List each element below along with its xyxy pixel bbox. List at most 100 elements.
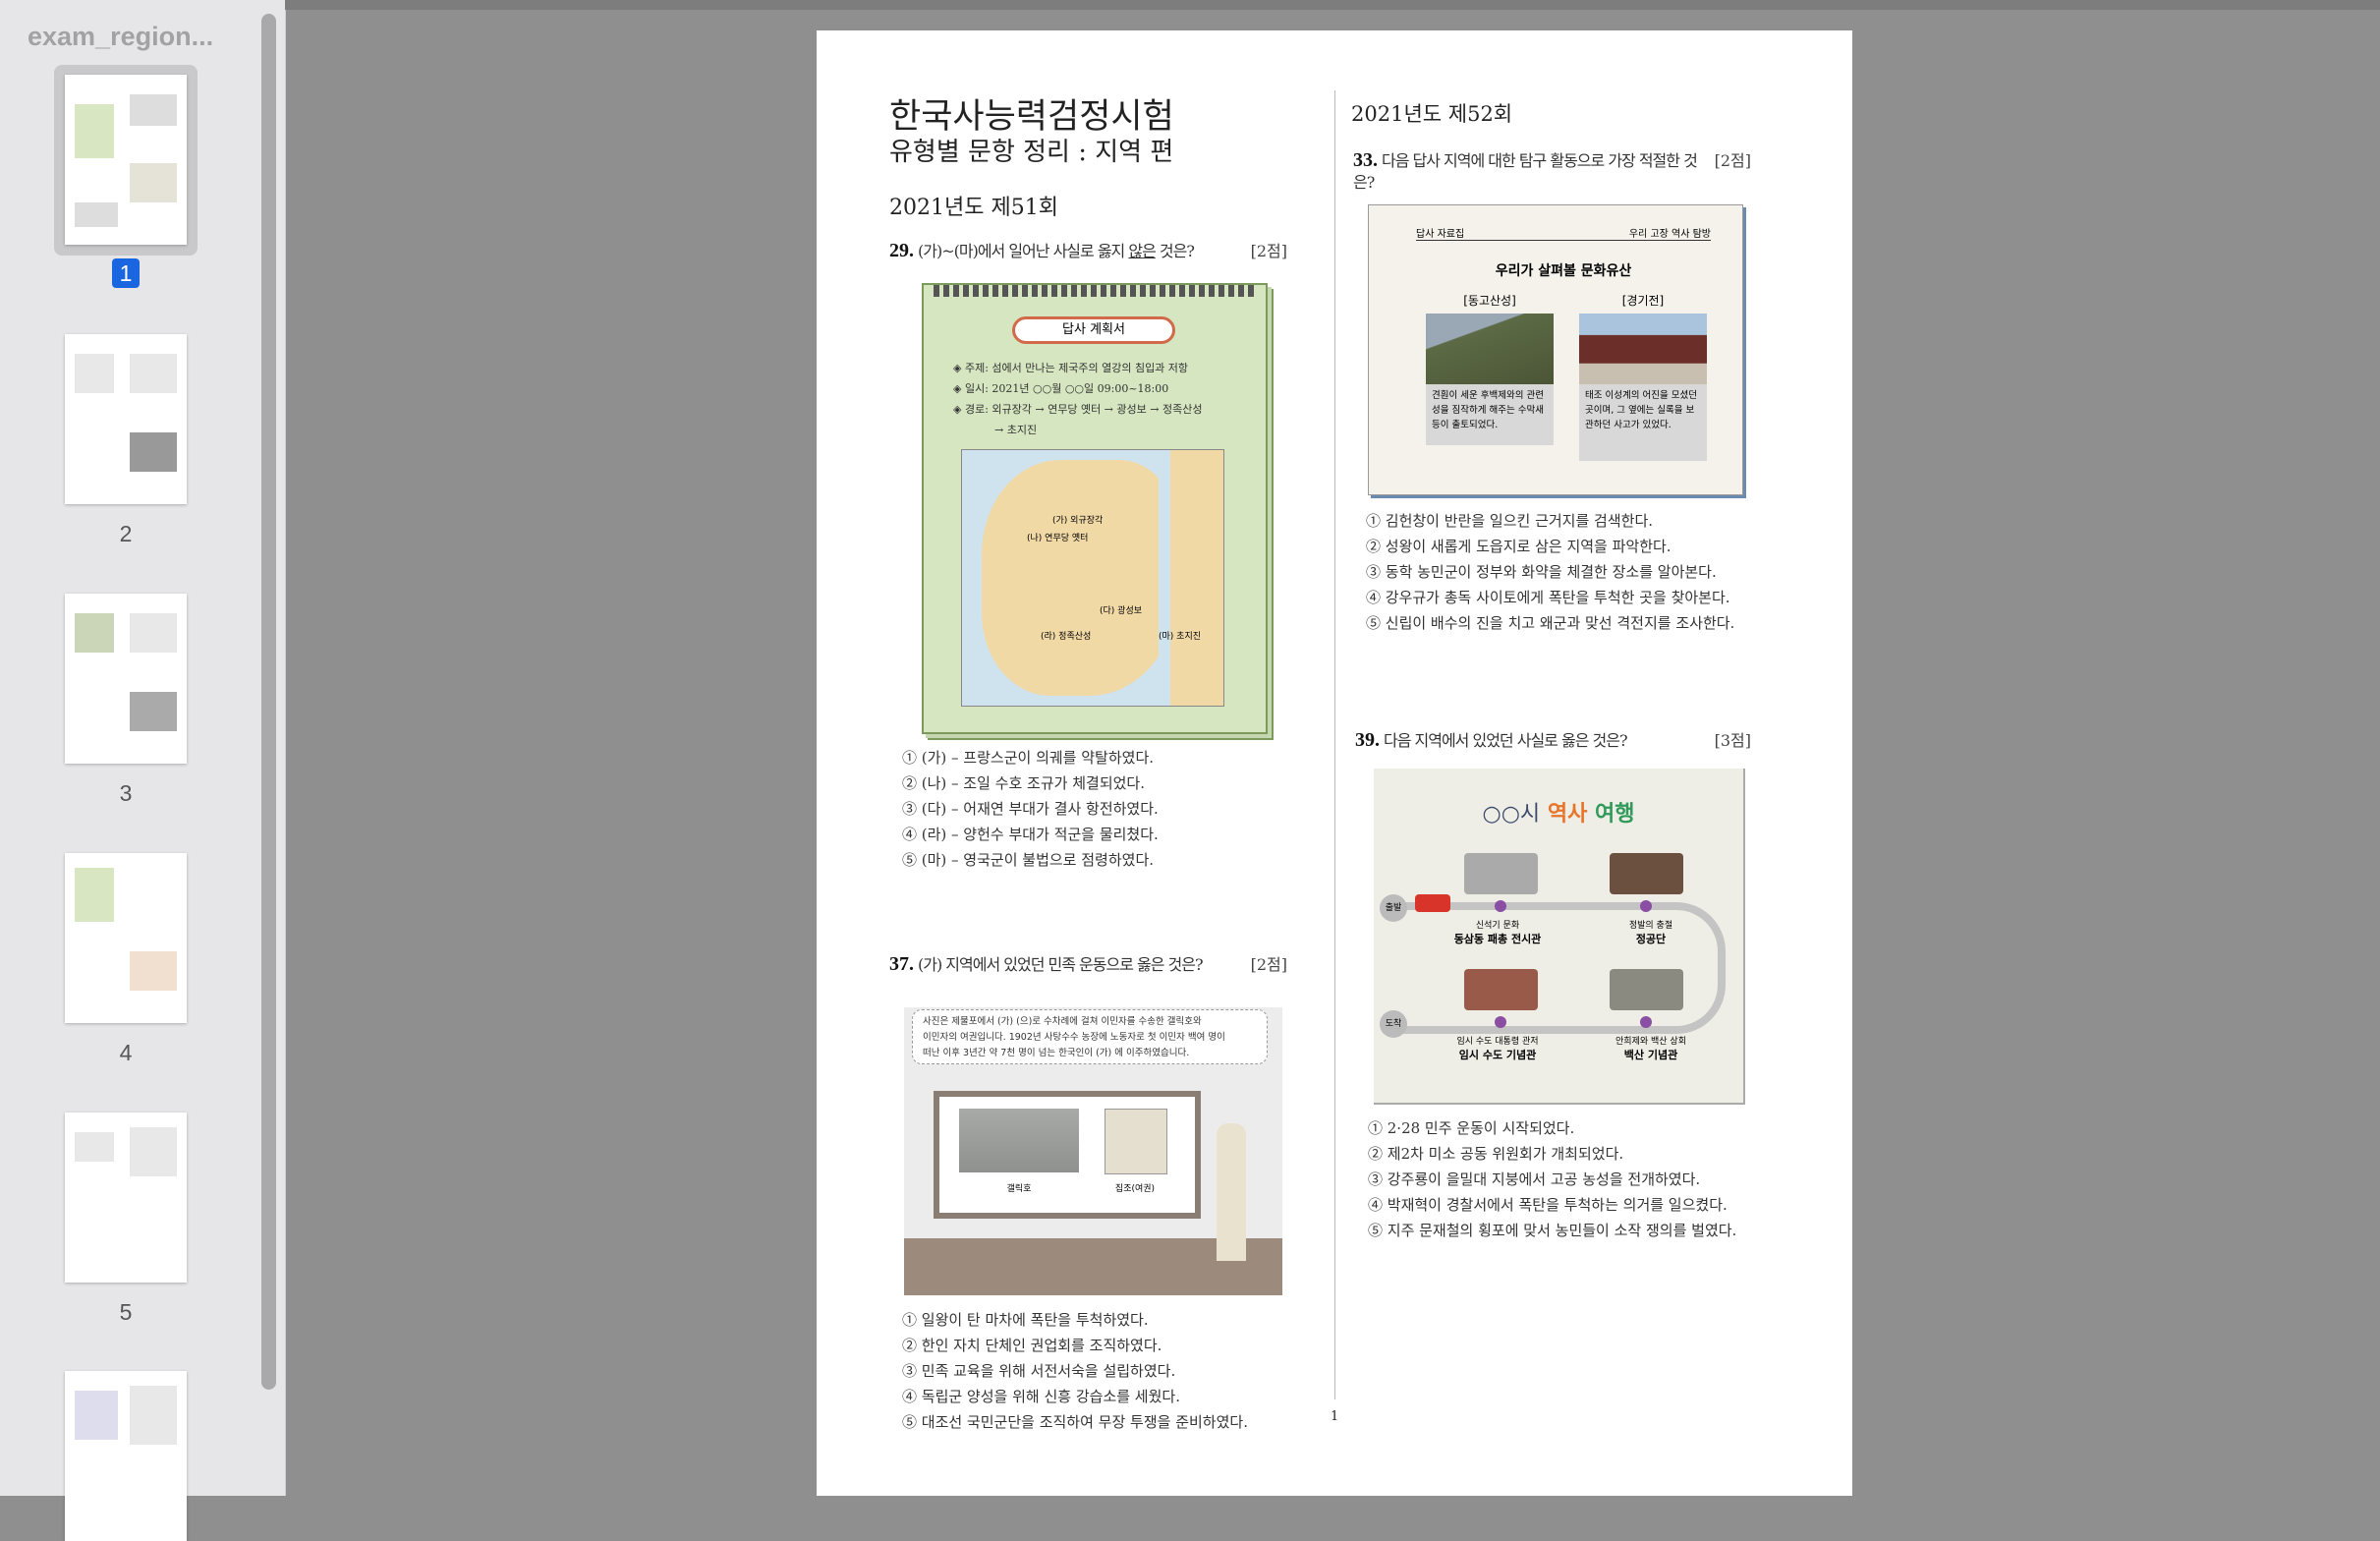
choice-29-1[interactable]: ① (가) – 프랑스군이 의궤를 약탈하였다. (902, 749, 1155, 767)
page-label-3[interactable]: 3 (119, 780, 133, 806)
page-number: 1 (1331, 1409, 1339, 1424)
map-label-ga: (가) 외규장각 (1052, 516, 1104, 526)
spiral-binding (934, 285, 1256, 297)
toolbar-edge (285, 0, 2380, 10)
page-thumbnail-1[interactable] (65, 75, 187, 245)
ganghwa-map: (가) 외규장각 (나) 연무당 옛터 (다) 광성보 (라) 정족산성 (마)… (961, 449, 1224, 707)
choice-37-4[interactable]: ④ 독립군 양성을 위해 신흥 강습소를 세웠다. (902, 1388, 1180, 1405)
presenter-illustration (1217, 1123, 1246, 1261)
question-29: 29.(가)~(마)에서 일어난 사실로 옳지 않은 것은? (889, 240, 1195, 261)
choice-39-2[interactable]: ② 제2차 미소 공동 위원회가 개최되었다. (1368, 1145, 1624, 1163)
stop-dot-2 (1640, 900, 1652, 912)
tour-route (1393, 902, 1726, 1034)
choices-39: ① 2·28 민주 운동이 시작되었다. ② 제2차 미소 공동 위원회가 개최… (1368, 1115, 1736, 1243)
ship-photo (959, 1109, 1079, 1172)
page-label-1[interactable]: 1 (65, 258, 187, 288)
stop-photo-3 (1464, 969, 1538, 1010)
map-label-da: (다) 광성보 (1100, 606, 1143, 616)
mountain-photo (1426, 314, 1554, 384)
choice-39-1[interactable]: ① 2·28 민주 운동이 시작되었다. (1368, 1119, 1575, 1137)
stop-dot-4 (1640, 1016, 1652, 1028)
choice-29-3[interactable]: ③ (다) – 어재연 부대가 결사 항전하였다. (902, 800, 1159, 818)
choice-37-3[interactable]: ③ 민족 교육을 위해 서전서숙을 설립하였다. (902, 1362, 1176, 1380)
question-39-row: 39.다음 지역에서 있었던 사실로 옳은 것은? [3점] (1355, 727, 1751, 752)
plan-text: ◈ 주제: 섬에서 만나는 제국주의 열강의 침입과 저항 ◈ 일시: 2021… (953, 362, 1203, 436)
page-label-4[interactable]: 4 (119, 1040, 133, 1065)
stop-photo-2 (1610, 853, 1683, 894)
choice-29-5[interactable]: ⑤ (마) – 영국군이 불법으로 점령하였다. (902, 851, 1155, 869)
document-title: exam_region... (28, 22, 214, 51)
booklet-heading: 우리가 살펴볼 문화유산 (1495, 263, 1632, 279)
choice-37-1[interactable]: ① 일왕이 탄 마차에 폭탄을 투척하였다. (902, 1311, 1149, 1329)
hall-photo (1579, 314, 1707, 384)
page-title: 한국사능력검정시험 (889, 97, 1174, 137)
question-33-row: 33.다음 답사 지역에 대한 탐구 활동으로 가장 적절한 것은? [2점] (1353, 147, 1751, 194)
page-thumbnail-6[interactable] (65, 1371, 187, 1541)
choice-29-4[interactable]: ④ (라) – 양헌수 부대가 적군을 물리쳤다. (902, 826, 1159, 843)
picture-frame: 갤릭호 집조(여권) (934, 1091, 1201, 1219)
choice-37-5[interactable]: ⑤ 대조선 국민군단을 조직하여 무장 투쟁을 준비하였다. (902, 1413, 1248, 1431)
map-label-na: (나) 연무당 옛터 (1027, 534, 1089, 543)
choice-33-1[interactable]: ① 김헌창이 반란을 일으킨 근거지를 검색한다. (1366, 512, 1654, 530)
column-divider (1334, 90, 1335, 1399)
map-label-ma: (마) 초지진 (1159, 632, 1202, 642)
choice-33-3[interactable]: ③ 동학 농민군이 정부와 화약을 체결한 장소를 알아본다. (1366, 563, 1717, 581)
item-title-donggosanseong: [동고산성] (1463, 294, 1516, 308)
page-label-2[interactable]: 2 (119, 521, 133, 546)
exam-heading-52: 2021년도 제52회 (1351, 102, 1513, 126)
start-marker: 출발 (1380, 894, 1407, 922)
end-marker: 도착 (1380, 1010, 1407, 1038)
choice-39-5[interactable]: ⑤ 지주 문재철의 횡포에 맞서 농민들이 소작 쟁의를 벌였다. (1368, 1222, 1737, 1239)
choices-29: ① (가) – 프랑스군이 의궤를 약탈하였다. ② (나) – 조일 수호 조… (902, 745, 1159, 873)
points-39: [3점] (1714, 731, 1751, 750)
plan-heading: 답사 계획서 (1012, 316, 1175, 344)
speech-bubble: 사진은 제물포에서 (가) (으)로 수차례에 걸쳐 이민자를 수송한 갤릭호와… (912, 1009, 1268, 1064)
ship-caption: 갤릭호 (1006, 1184, 1032, 1194)
stop-dot-3 (1495, 1016, 1506, 1028)
bus-icon (1415, 894, 1450, 912)
tour-title: ○○시 역사 여행 (1482, 802, 1635, 827)
question-29-row: 29.(가)~(마)에서 일어난 사실로 옳지 않은 것은? [2점] (889, 238, 1287, 262)
question-37-row: 37.(가) 지역에서 있었던 민족 운동으로 옳은 것은? [2점] (889, 951, 1287, 976)
page-thumbnail-2[interactable] (65, 334, 187, 504)
stop-photo-1 (1464, 853, 1538, 894)
choice-39-3[interactable]: ③ 강주룡이 을밀대 지붕에서 고공 농성을 전개하였다. (1368, 1170, 1701, 1188)
page-thumbnail-4[interactable] (65, 853, 187, 1023)
thumbnail-sidebar: exam_region... 1 2 3 4 5 (0, 0, 286, 1541)
points-29: [2점] (1250, 242, 1287, 260)
question-37: 37.(가) 지역에서 있었던 민족 운동으로 옳은 것은? (889, 953, 1204, 975)
stop-photo-4 (1610, 969, 1683, 1010)
question-33: 33.다음 답사 지역에 대한 탐구 활동으로 가장 적절한 것은? (1353, 149, 1698, 192)
emigration-figure: 사진은 제물포에서 (가) (으)로 수차례에 걸쳐 이민자를 수송한 갤릭호와… (904, 1007, 1282, 1295)
choice-39-4[interactable]: ④ 박재혁이 경찰서에서 폭탄을 투척하는 의거를 일으켰다. (1368, 1196, 1728, 1214)
item-desc-gyeonggijeon: 태조 이성계의 어진을 모셨던 곳이며, 그 옆에는 실록을 보관하던 사고가 … (1579, 384, 1707, 461)
choice-29-2[interactable]: ② (나) – 조일 수호 조규가 체결되었다. (902, 774, 1145, 792)
page-thumbnail-5[interactable] (65, 1113, 187, 1283)
choice-33-5[interactable]: ⑤ 신립이 배수의 진을 치고 왜군과 맞선 격전지를 조사한다. (1366, 614, 1735, 632)
choice-33-4[interactable]: ④ 강우규가 총독 사이토에게 폭탄을 투척한 곳을 찾아본다. (1366, 589, 1730, 606)
passport-photo (1105, 1109, 1167, 1174)
sidebar-scrollbar[interactable] (261, 14, 276, 1390)
item-title-gyeonggijeon: [경기전] (1621, 294, 1665, 308)
page-subtitle: 유형별 문항 정리 : 지역 편 (889, 138, 1174, 167)
item-desc-donggosanseong: 견훤이 세운 후백제와의 관련성을 짐작하게 해주는 수막새 등이 출토되었다. (1426, 384, 1554, 445)
passport-caption: 집조(여권) (1114, 1184, 1156, 1194)
stop-dot-1 (1495, 900, 1506, 912)
choice-37-2[interactable]: ② 한인 자치 단체인 권업회를 조직하였다. (902, 1337, 1162, 1354)
exam-heading-51: 2021년도 제51회 (889, 196, 1058, 220)
points-37: [2점] (1250, 955, 1287, 974)
page-thumbnail-3[interactable] (65, 594, 187, 764)
choice-33-2[interactable]: ② 성왕이 새롭게 도읍지로 삼은 지역을 파악한다. (1366, 538, 1672, 555)
choices-37: ① 일왕이 탄 마차에 폭탄을 투척하였다. ② 한인 자치 단체인 권업회를 … (902, 1307, 1248, 1435)
question-39: 39.다음 지역에서 있었던 사실로 옳은 것은? (1355, 729, 1628, 751)
points-33: [2점] (1714, 151, 1751, 170)
plan-notebook-figure: 답사 계획서 ◈ 주제: 섬에서 만나는 제국주의 열강의 침입과 저항 ◈ 일… (922, 283, 1268, 734)
page-label-5[interactable]: 5 (119, 1299, 133, 1325)
